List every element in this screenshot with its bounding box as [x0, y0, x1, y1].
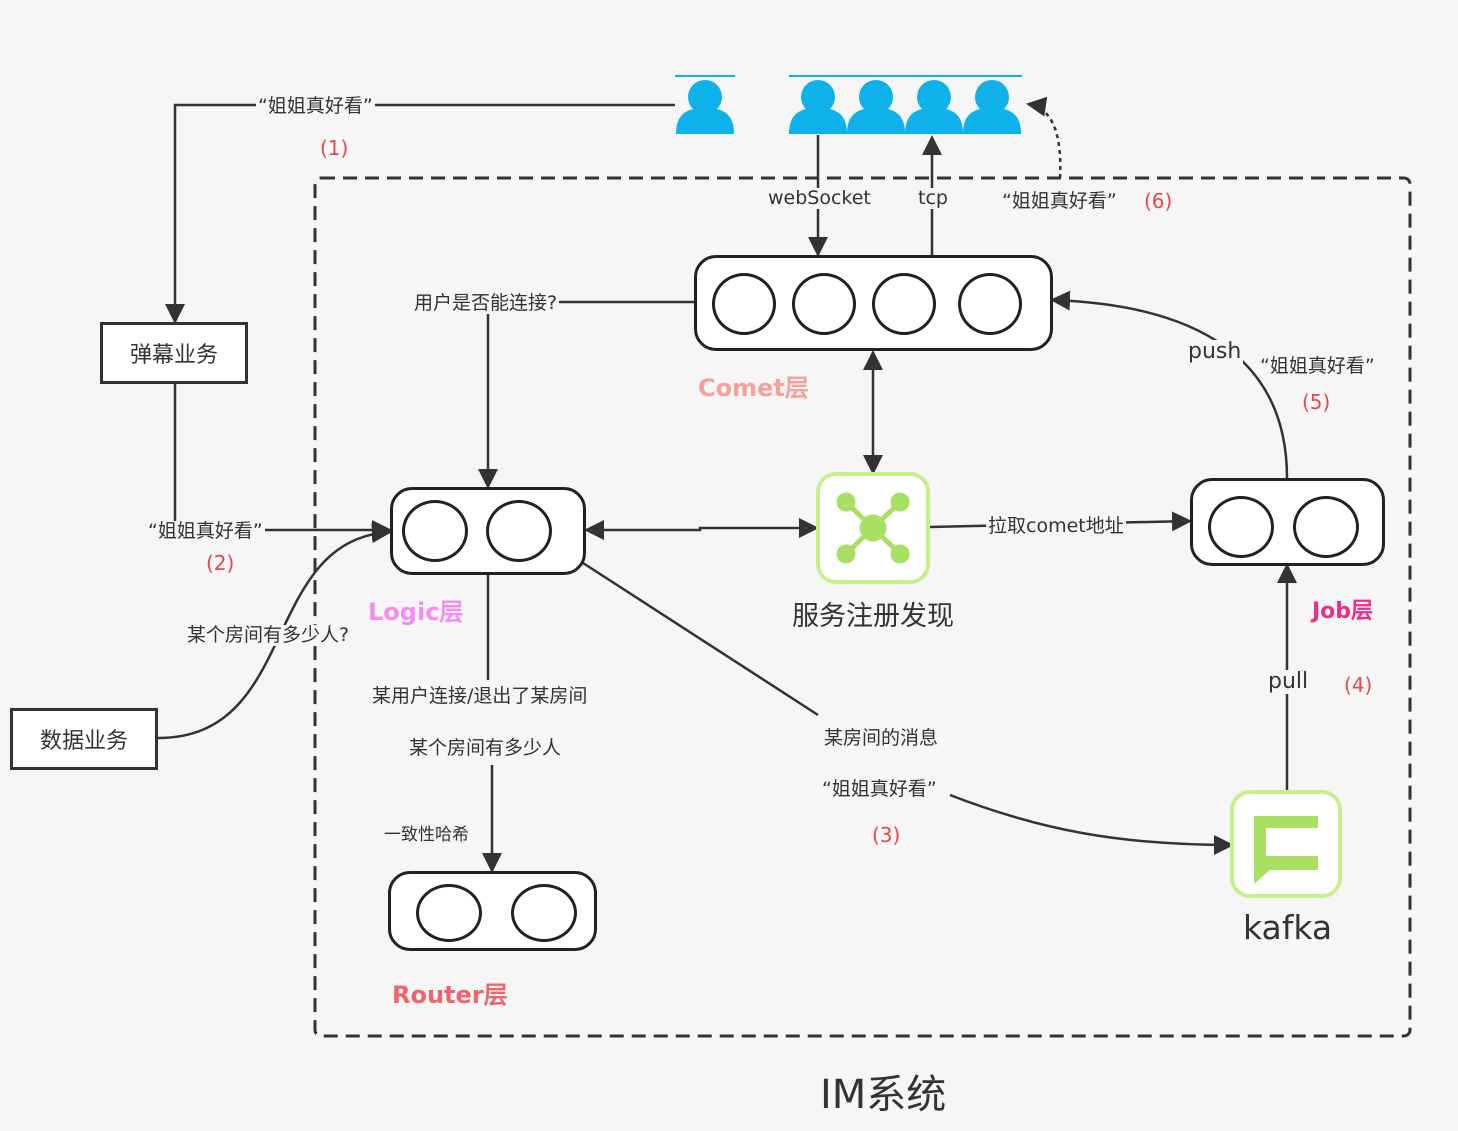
comet-layer-label: Comet层: [698, 374, 809, 402]
user-icon: [676, 80, 734, 134]
comet-instance: [792, 273, 856, 335]
comet-instance: [958, 273, 1022, 335]
user-icon: [847, 80, 905, 134]
step-2: (2): [206, 551, 235, 575]
router-layer-label: Router层: [392, 981, 508, 1009]
edge-label-room-msg: 某房间的消息: [822, 727, 941, 749]
router-instance: [416, 884, 482, 942]
edge-label-consistent-hash: 一致性哈希: [384, 825, 469, 845]
step-6: (6): [1144, 189, 1173, 213]
edge-logic-to-router: [488, 575, 492, 871]
users-group: [676, 80, 1021, 134]
kafka-message-icon: [1230, 790, 1342, 898]
step-5: (5): [1302, 390, 1331, 414]
network-hub-icon: [816, 472, 930, 584]
job-instance: [1208, 496, 1274, 558]
edge-label-pull: pull: [1266, 669, 1311, 694]
step-3: (3): [872, 823, 901, 847]
edge-job-to-comet: [1050, 290, 1289, 479]
edge-label-websocket: webSocket: [766, 187, 873, 209]
kafka-label: kafka: [1243, 908, 1333, 947]
danmu-business-box: 弹幕业务: [100, 322, 248, 384]
edge-label-user-join-leave: 某用户连接/退出了某房间: [370, 685, 590, 707]
comet-node: [694, 255, 1053, 351]
discovery-label: 服务注册发现: [792, 601, 954, 632]
edge-label-room-count: 某个房间有多少人: [407, 737, 564, 759]
edge-logic-discovery: [584, 518, 819, 540]
user-icon: [963, 80, 1021, 134]
job-layer-label: Job层: [1312, 599, 1374, 624]
edge-logic-to-kafka: [582, 561, 1232, 845]
data-business-box: 数据业务: [10, 708, 158, 770]
edge-user-to-danmu: [165, 103, 675, 324]
edge-label-can-connect: 用户是否能连接?: [412, 292, 560, 314]
logic-layer-label: Logic层: [368, 598, 464, 626]
edge-label-msg-3: “姐姐真好看”: [820, 778, 939, 800]
user-icon: [789, 80, 847, 134]
edge-label-msg-5: “姐姐真好看”: [1260, 355, 1375, 377]
step-4: (4): [1344, 673, 1373, 697]
edge-danmu-to-logic: [173, 383, 392, 540]
logic-instance: [402, 500, 468, 562]
step-1: (1): [320, 136, 349, 160]
job-node: [1190, 478, 1385, 566]
comet-instance: [872, 273, 936, 335]
edge-comet-to-logic: [478, 300, 694, 489]
im-system-frame: [313, 176, 1412, 1038]
edge-label-room-count-q: 某个房间有多少人?: [185, 624, 352, 646]
edge-label-msg-6: “姐姐真好看”: [1002, 190, 1117, 212]
logic-node: [390, 487, 586, 575]
job-instance: [1293, 496, 1359, 558]
diagram-title: IM系统: [820, 1072, 947, 1118]
logic-instance: [486, 500, 552, 562]
edge-label-msg-2: “姐姐真好看”: [146, 520, 265, 542]
user-icon: [905, 80, 963, 134]
router-node: [388, 871, 597, 951]
edge-label-msg-1: “姐姐真好看”: [256, 95, 375, 117]
edge-label-push: push: [1186, 339, 1244, 364]
edge-label-fetch-comet: 拉取comet地址: [986, 515, 1126, 537]
router-instance: [511, 884, 577, 942]
edge-step6-dotted: [1026, 96, 1062, 179]
edge-label-tcp: tcp: [916, 187, 950, 209]
comet-instance: [712, 273, 776, 335]
